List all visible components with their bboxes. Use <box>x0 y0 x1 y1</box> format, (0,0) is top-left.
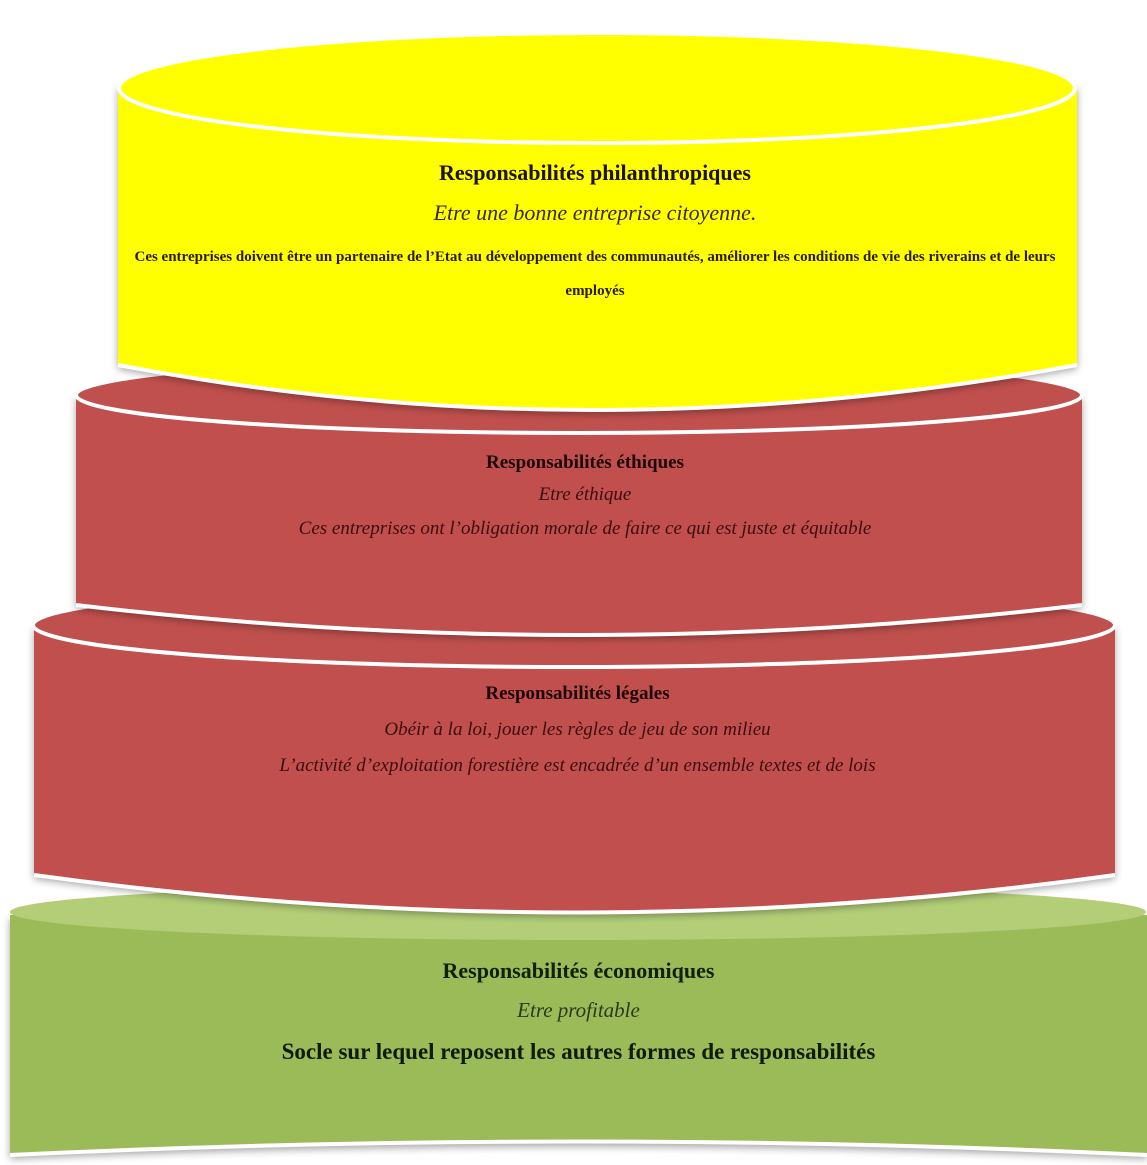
economic-layer-rim <box>9 1139 1147 1157</box>
economic-layer: Responsabilités économiques Etre profita… <box>10 958 1147 1065</box>
ethics-layer-body <box>76 395 1082 635</box>
philanthropic-layer: Responsabilités philanthropiques Etre un… <box>130 160 1060 308</box>
ethics-layer: Responsabilités éthiques Etre éthique Ce… <box>90 452 1080 540</box>
ethics-description: Ces entreprises ont l’obligation morale … <box>298 518 872 539</box>
philanthropic-layer-body <box>118 85 1077 410</box>
economic-description: Socle sur lequel reposent les autres for… <box>281 1039 876 1064</box>
legal-layer: Responsabilités légales Obéir à la loi, … <box>40 683 1115 777</box>
legal-subtitle: Obéir à la loi, jouer les règles de jeu … <box>384 719 771 740</box>
legal-layer-rim <box>33 873 1116 915</box>
ethics-subtitle: Etre éthique <box>538 484 632 505</box>
legal-layer-body <box>34 625 1115 913</box>
economic-title: Responsabilités économiques <box>442 958 715 983</box>
ethics-title: Responsabilités éthiques <box>486 452 684 473</box>
philanthropic-title: Responsabilités philanthropiques <box>439 160 751 185</box>
philanthropic-layer-shape <box>117 31 1078 412</box>
ethics-layer-rim <box>75 603 1083 637</box>
philanthropic-description: Ces entreprises doivent être un partenai… <box>134 249 1056 299</box>
economic-subtitle: Etre profitable <box>517 998 640 1022</box>
legal-title: Responsabilités légales <box>485 683 670 704</box>
philanthropic-layer-rim <box>117 363 1078 412</box>
philanthropic-subtitle: Etre une bonne entreprise citoyenne. <box>433 200 757 225</box>
economic-layer-body <box>10 915 1147 1155</box>
legal-description: L’activité d’exploitation forestière est… <box>279 755 876 776</box>
philanthropic-layer-top <box>117 31 1077 145</box>
